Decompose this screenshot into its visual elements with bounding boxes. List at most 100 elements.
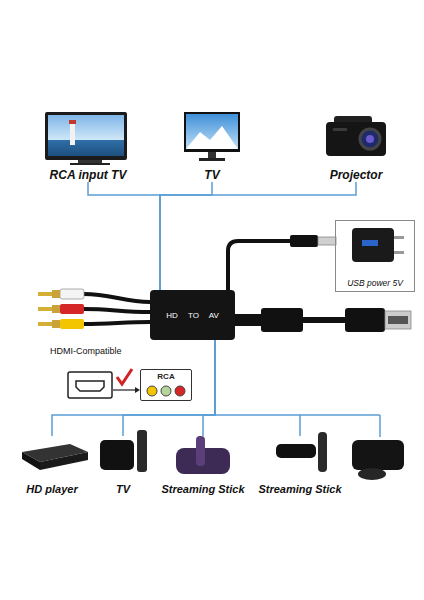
game-console-picture [358, 468, 386, 480]
rca-cables [38, 307, 52, 311]
projector-picture [326, 122, 386, 156]
rca-cables [52, 305, 60, 313]
connector-line [203, 340, 215, 436]
rca-cables [38, 322, 52, 326]
connector-line [215, 340, 300, 436]
tv-picture [186, 126, 238, 149]
node-text: Streaming Stick [258, 483, 341, 496]
console-link-line [379, 415, 381, 437]
device-label: Streaming Stick [156, 436, 250, 496]
device-label: Streaming Stick [253, 436, 347, 496]
port-label: HDMI-Compatible [50, 346, 122, 357]
hd-player-picture [40, 452, 88, 470]
power-box: USB power 5V [335, 220, 415, 292]
crt-tv-picture [69, 120, 76, 124]
node-text: RCA [157, 372, 174, 382]
streaming-stick-picture [276, 444, 316, 458]
crt-tv-picture [48, 115, 124, 156]
rca-cables [38, 292, 52, 296]
tv-picture [208, 152, 216, 158]
device-label: RCA input TV [42, 106, 134, 182]
rca-cables [52, 290, 60, 298]
tv-picture [199, 158, 225, 161]
node-text: TV [204, 168, 219, 182]
hd-player-picture [22, 444, 88, 470]
check-mark [117, 369, 132, 384]
streaming-box-picture [196, 436, 205, 466]
tv-box-picture [100, 430, 147, 472]
hdmi-icon [68, 372, 112, 398]
device-label: TV [177, 106, 247, 182]
hdmi-cable [303, 317, 345, 323]
tv-picture [184, 112, 240, 152]
projector-picture [360, 129, 380, 149]
rca-jacks [161, 386, 171, 396]
node-text: Streaming Stick [161, 483, 244, 496]
rca-cables [60, 319, 84, 329]
game-console-picture [352, 440, 404, 470]
hdmi-cable [385, 311, 411, 329]
usb-cable [290, 235, 318, 247]
node-text: RCA input TV [50, 168, 127, 182]
usb-cable [228, 235, 336, 292]
device-label: TV [93, 436, 153, 496]
rca-cables [84, 309, 150, 312]
node-text: HD player [26, 483, 77, 496]
connector-line [160, 182, 212, 290]
hdmi-cable [235, 314, 261, 326]
usb-charger-picture [362, 240, 378, 246]
crt-tv-picture [45, 112, 127, 160]
connector-line [88, 182, 160, 290]
connector-line [123, 340, 215, 436]
node-text: USB power 5V [347, 278, 403, 288]
hdmi-cable [235, 308, 411, 332]
streaming-box-picture [176, 436, 230, 474]
rca-cables [84, 294, 150, 302]
tv-picture [184, 112, 240, 161]
streaming-stick-picture [318, 432, 327, 472]
device-label: Projector [316, 106, 396, 182]
crt-tv-picture [78, 160, 102, 163]
connector-line [160, 182, 356, 290]
tv-picture [186, 114, 238, 149]
projector-picture [326, 116, 386, 156]
crt-tv-picture [70, 123, 75, 145]
rca-cables [38, 289, 150, 329]
tv-box-picture [100, 440, 134, 470]
projector-picture [366, 135, 374, 143]
hdmi-cable [388, 316, 408, 324]
console-link-line [300, 415, 380, 437]
tv-box-picture [137, 430, 147, 472]
hdmi-cable [261, 308, 303, 332]
rca-cables [84, 322, 150, 324]
usb-charger-picture [394, 236, 404, 239]
game-console-picture [352, 440, 404, 480]
rca-cables [60, 289, 84, 299]
projector-picture [333, 128, 347, 131]
rca-jacks [175, 386, 185, 396]
hdmi-icon [76, 381, 104, 391]
console-link-line [300, 414, 380, 416]
hdmi-icon [68, 372, 112, 398]
usb-cable [318, 237, 336, 245]
rca-box: RCA [140, 369, 192, 401]
rca-jacks [147, 386, 157, 396]
conversion-arrow [113, 389, 136, 390]
converter-box: HD TO AV [150, 290, 235, 340]
hdmi-cable [345, 308, 385, 332]
node-text: TV [116, 483, 130, 496]
rca-cables [60, 304, 84, 314]
conversion-arrow [113, 387, 140, 393]
usb-cable [228, 241, 290, 292]
node-text: Projector [330, 168, 383, 182]
rca-cables [52, 320, 60, 328]
crt-tv-picture [45, 112, 127, 165]
crt-tv-picture [70, 163, 110, 165]
usb-charger-picture [352, 228, 394, 262]
node-text: HD TO AV [166, 311, 218, 320]
check-mark [117, 369, 132, 384]
usb-charger-picture [394, 251, 404, 254]
hd-player-picture [22, 452, 40, 470]
device-label: HD player [16, 436, 88, 496]
streaming-stick-picture [276, 432, 327, 472]
